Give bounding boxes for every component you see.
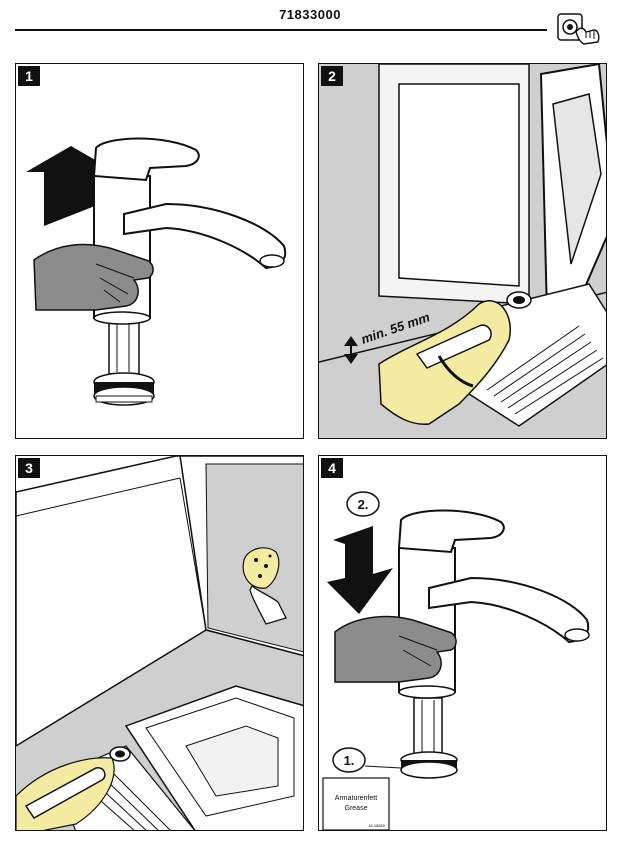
step-1-panel: 1 [15,63,304,439]
document-title: 71833000 [279,7,341,22]
grease-code: 16.18650 [368,823,385,828]
step-4-panel: 4 2. 1. Armaturenfett Grease 16.18650 [318,455,607,831]
step-2-panel: 2 min. 55 mm [318,63,607,439]
press-down-arrow-icon [327,526,393,614]
clearance-arrow-icon [344,336,358,364]
step-number: 3 [18,458,40,478]
step-number: 2 [321,66,343,86]
step-label-2: 2. [358,497,369,512]
step-label-1: 1. [344,753,355,768]
grease-label-line1: Armaturenfett [335,795,377,802]
grease-tube-icon [322,777,390,830]
sponge-icon [242,547,280,589]
step-number: 1 [18,66,40,86]
step-1-illustration [26,137,287,406]
header-rule [15,29,547,31]
step-number: 4 [321,458,343,478]
step-3-illustration [16,456,303,830]
step-3-panel: 3 [15,455,304,831]
step-2-illustration: min. 55 mm [319,64,606,438]
hand-touch-icon [556,10,606,46]
grease-label-line2: Grease [345,805,368,812]
step-4-illustration: 2. 1. Armaturenfett Grease 16.18650 [322,491,590,830]
